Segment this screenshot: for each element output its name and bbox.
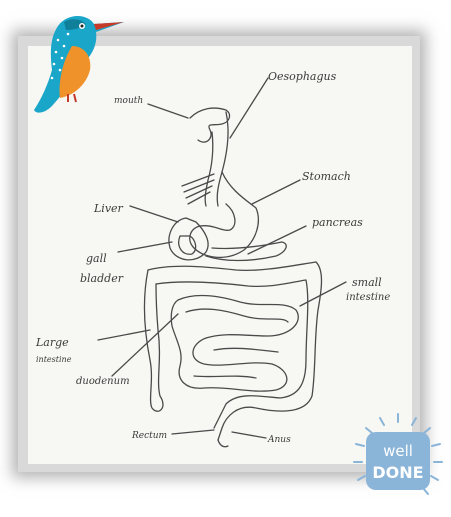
large-intestine-outline xyxy=(148,262,322,440)
label-liver: Liver xyxy=(93,202,124,215)
label-gall: gall xyxy=(86,252,107,265)
label-duodenum: duodenum xyxy=(76,376,130,387)
trachea-rings xyxy=(182,174,214,204)
label-rectum: Rectum xyxy=(131,431,167,441)
mouth-outline xyxy=(190,108,229,142)
label-bladder: bladder xyxy=(80,272,124,285)
label-small-intestine: intestine xyxy=(346,292,390,303)
gall-bladder-outline xyxy=(179,236,196,254)
label-small: small xyxy=(352,276,382,289)
kingfisher-icon xyxy=(28,6,128,116)
label-anus: Anus xyxy=(267,435,291,445)
label-pancreas: pancreas xyxy=(312,216,363,229)
oesophagus-outline xyxy=(217,112,228,206)
sticker-line2: DONE xyxy=(372,463,423,482)
label-stomach: Stomach xyxy=(302,170,351,183)
label-oesophagus: Oesophagus xyxy=(268,70,337,83)
label-large: Large xyxy=(35,336,69,349)
label-large-intestine: intestine xyxy=(36,355,72,364)
sticker-line1: well xyxy=(383,442,413,460)
well-done-sticker: well DONE xyxy=(350,412,446,508)
stomach-outline xyxy=(190,172,259,257)
rectum-outline xyxy=(218,440,228,447)
